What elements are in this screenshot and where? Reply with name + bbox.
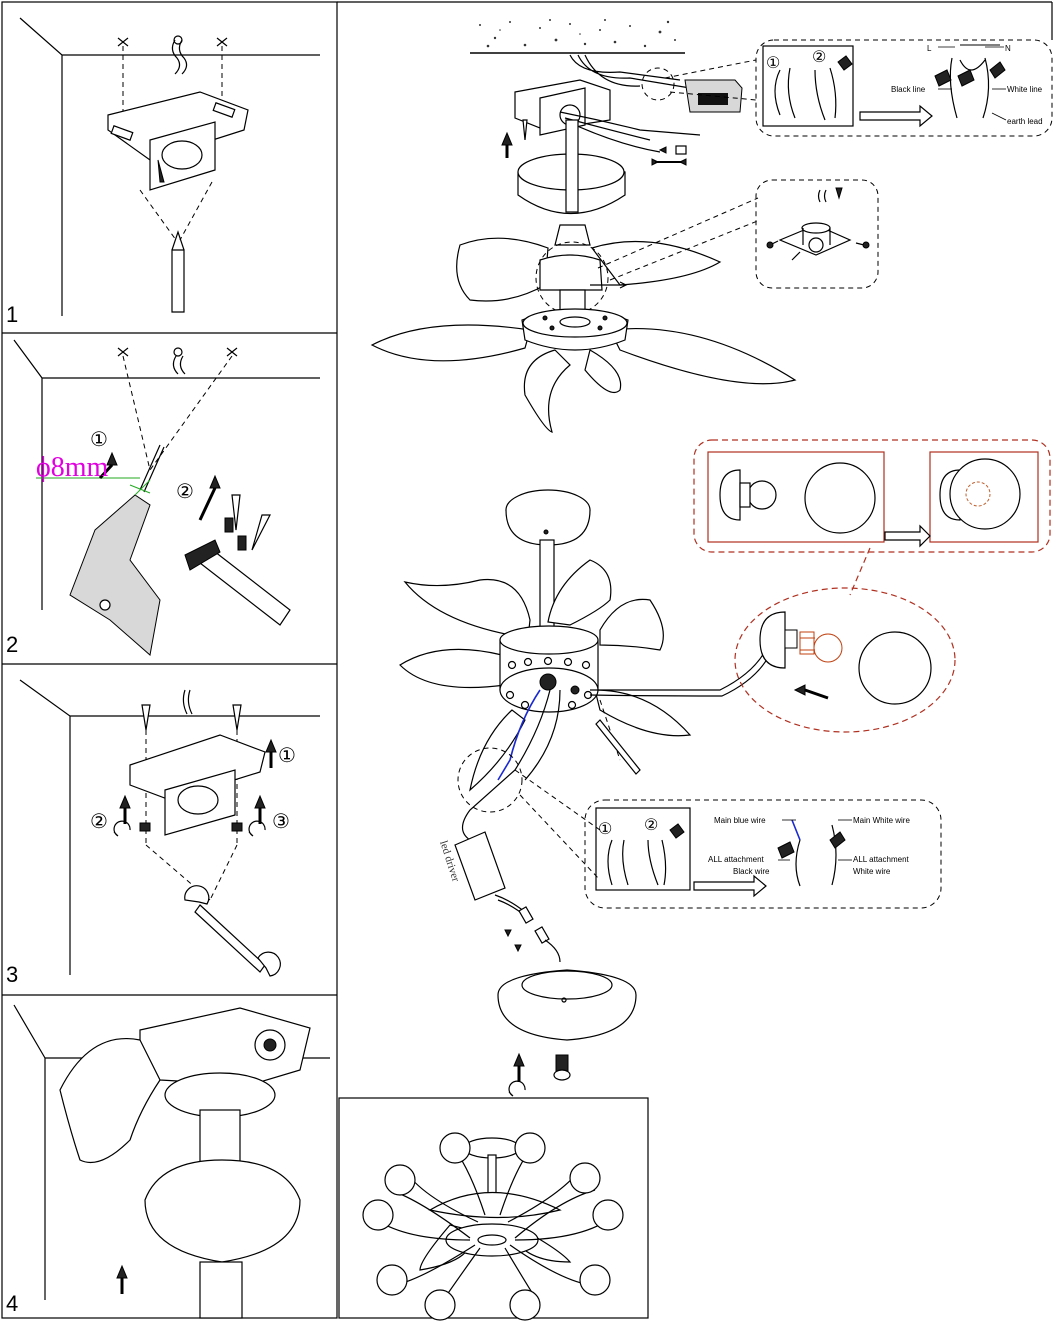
wire-label-l: L — [927, 44, 932, 53]
light-wiring-marker-two: ② — [644, 817, 658, 834]
light-wiring-marker-one: ① — [598, 821, 612, 838]
wire-label-all-black-2: Black wire — [733, 867, 770, 876]
main-wiring-inset — [755, 39, 1053, 137]
wire-label-black-line: Black line — [891, 85, 926, 94]
step-3-number: 3 — [6, 962, 18, 987]
step-2-marker-two: ② — [176, 481, 194, 503]
step-2-marker-one: ① — [90, 429, 108, 451]
wire-label-main-blue: Main blue wire — [714, 816, 766, 825]
step-4-number: 4 — [6, 1291, 18, 1316]
wire-label-white-line: White line — [1007, 85, 1043, 94]
step-3-marker-two: ② — [90, 811, 108, 833]
fan-canopy-assembly — [370, 18, 797, 433]
wire-label-n: N — [1005, 44, 1011, 53]
wire-label-all-white-1: ALL attachment — [853, 855, 910, 864]
wire-label-earth-lead: earth lead — [1007, 117, 1043, 126]
step-3-marker-one: ① — [278, 745, 296, 767]
blade-screw-inset — [755, 179, 879, 289]
drill-size-label: ϕ8mm — [36, 452, 109, 483]
step-3-marker-three: ③ — [272, 811, 290, 833]
step-1-number: 1 — [6, 302, 18, 327]
finished-chandelier — [362, 1132, 624, 1321]
wire-label-main-white: Main White wire — [853, 816, 910, 825]
wire-label-all-black-1: ALL attachment — [708, 855, 765, 864]
fan-light-assembly — [399, 489, 777, 1097]
panel-3-bracket-fixing — [19, 679, 320, 977]
main-wiring-marker-one: ① — [766, 55, 780, 72]
step-2-number: 2 — [6, 632, 18, 657]
panel-4-hanging-motor — [13, 1004, 330, 1319]
panel-1-bracket-marking — [19, 17, 320, 316]
wire-label-all-white-2: White wire — [853, 867, 891, 876]
panel-2-drilling — [13, 339, 320, 656]
main-wiring-marker-two: ② — [812, 49, 826, 66]
light-wiring-inset — [584, 799, 942, 909]
bulb-installation-insets — [693, 439, 1051, 733]
